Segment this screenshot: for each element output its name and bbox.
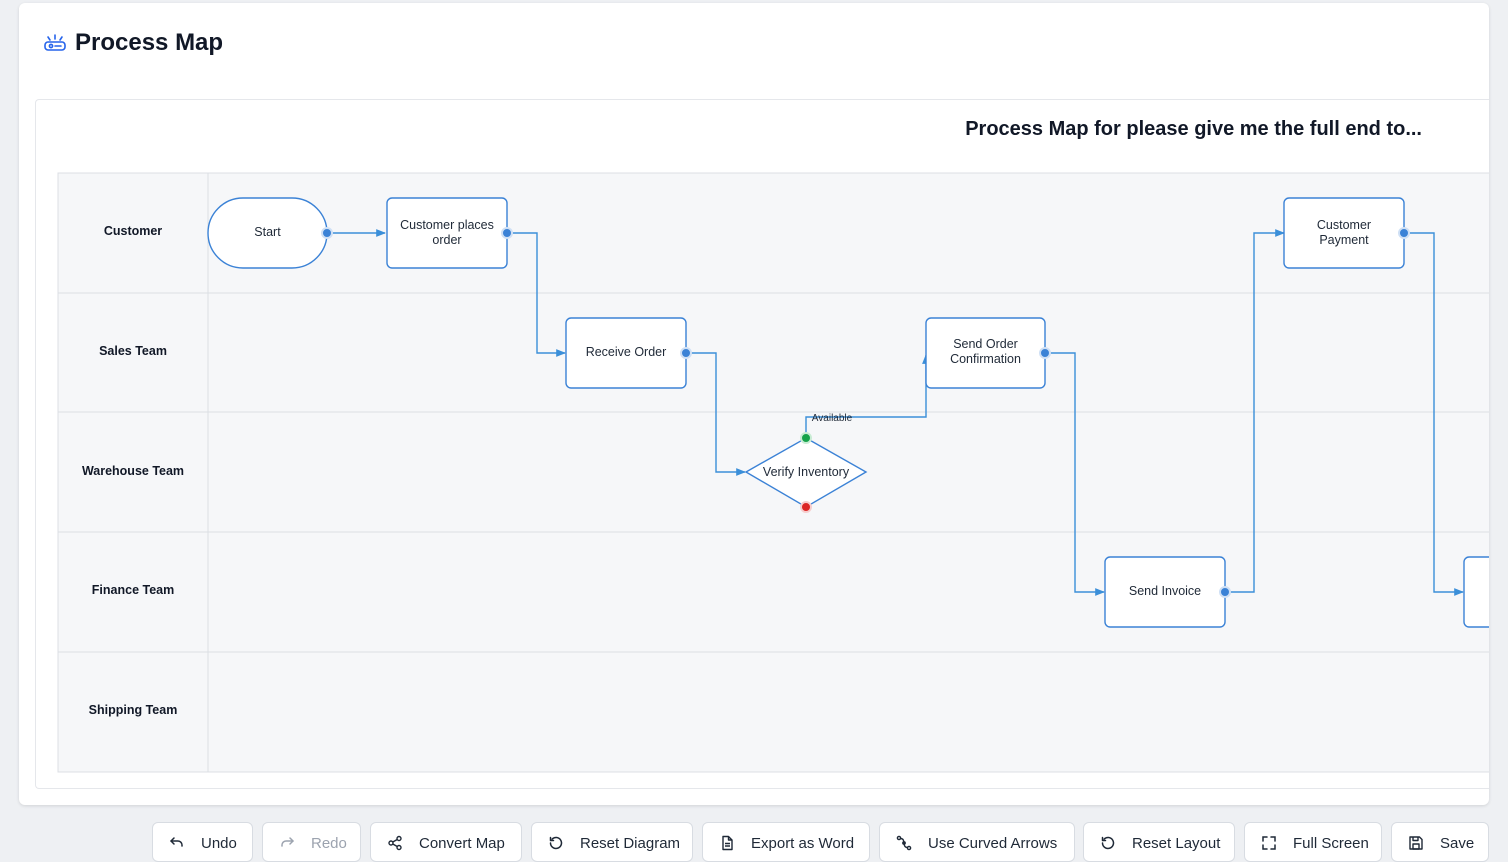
port-verify-yes [800,432,812,444]
convert-map-button[interactable]: Convert Map [370,822,522,862]
convert-map-label: Convert Map [419,834,505,852]
curved-arrows-button[interactable]: Use Curved Arrows [879,822,1075,862]
node-customer-payment[interactable]: Customer Payment [1283,197,1405,269]
edges [327,229,1464,596]
port-confirmation-out [1039,347,1051,359]
reset-diagram-label: Reset Diagram [580,834,681,852]
reset-diagram-button[interactable]: Reset Diagram [531,822,693,862]
edge-receive-to-verify [686,352,746,476]
node-receive-order-label: Receive Order [586,345,667,359]
export-word-button[interactable]: Export as Word [702,822,870,862]
swimlane-diagram[interactable]: Customer Sales Team Warehouse Team Finan… [36,100,1489,789]
port-order-out [501,227,513,239]
edge-invoice-to-payment [1225,229,1285,593]
port-verify-no [800,501,812,513]
undo-label: Undo [201,834,237,852]
document-icon [719,835,735,851]
node-customer-places-order-line2: order [432,233,461,247]
lane-label-warehouse: Warehouse Team [82,464,184,478]
ports[interactable] [321,227,1410,598]
diagram-canvas[interactable]: Process Map for please give me the full … [35,99,1489,789]
lane-label-customer: Customer [104,224,162,238]
fullscreen-icon [1261,835,1277,851]
edge-label-available: Available [812,413,853,424]
lane-label-finance: Finance Team [92,583,174,597]
save-label: Save [1440,834,1475,852]
node-verify-inventory-label: Verify Inventory [763,465,850,479]
node-send-order-confirmation-line2: Confirmation [950,352,1021,366]
node-send-order-confirmation-line1: Send Order [953,337,1018,351]
lane-label-shipping: Shipping Team [89,703,178,717]
page-header: Process Map [19,3,1489,83]
undo-icon [169,835,185,851]
reset-layout-button[interactable]: Reset Layout [1083,822,1235,862]
bottom-toolbar: Undo Redo Convert Map Reset Diagram Expo… [0,822,1508,862]
process-map-card: Process Map Process Map for please give … [19,3,1489,805]
node-customer-places-order-line1: Customer places [400,218,494,232]
lane-label-sales: Sales Team [99,344,167,358]
node-send-order-confirmation[interactable]: Send Order Confirmation [925,317,1046,389]
node-customer-places-order[interactable]: Customer places order [386,197,508,269]
node-send-invoice[interactable]: Send Invoice [1104,556,1226,628]
node-receive-order[interactable]: Receive Order [565,317,687,389]
node-start-label: Start [254,225,281,239]
node-partial-offscreen[interactable] [1463,556,1489,628]
node-start[interactable]: Start [207,197,328,269]
reset-icon [548,835,564,851]
edge-confirmation-to-invoice [1045,352,1105,596]
export-word-label: Export as Word [751,834,855,852]
port-receive-out [680,347,692,359]
redo-button[interactable]: Redo [262,822,361,862]
share-nodes-icon [387,835,403,851]
page-title: Process Map [75,29,224,56]
edge-payment-to-next [1404,232,1464,596]
curved-arrows-label: Use Curved Arrows [928,834,1058,852]
port-start-out [321,227,333,239]
undo-button[interactable]: Undo [152,822,253,862]
edge-verify-to-confirmation [805,354,930,438]
process-map-icon [43,31,67,55]
reset-layout-icon [1100,835,1116,851]
save-icon [1408,835,1424,851]
save-button[interactable]: Save [1391,822,1489,862]
reset-layout-label: Reset Layout [1132,834,1221,852]
redo-label: Redo [311,834,347,852]
node-customer-payment-line2: Payment [1319,233,1369,247]
port-invoice-out [1219,586,1231,598]
node-send-invoice-label: Send Invoice [1129,584,1201,598]
redo-icon [279,835,295,851]
edge-order-to-receive [507,232,566,357]
full-screen-button[interactable]: Full Screen [1244,822,1382,862]
port-payment-out [1398,227,1410,239]
curved-arrows-icon [896,835,912,851]
full-screen-label: Full Screen [1293,834,1369,852]
node-customer-payment-line1: Customer [1317,218,1371,232]
diagram-title: Process Map for please give me the full … [965,118,1422,140]
